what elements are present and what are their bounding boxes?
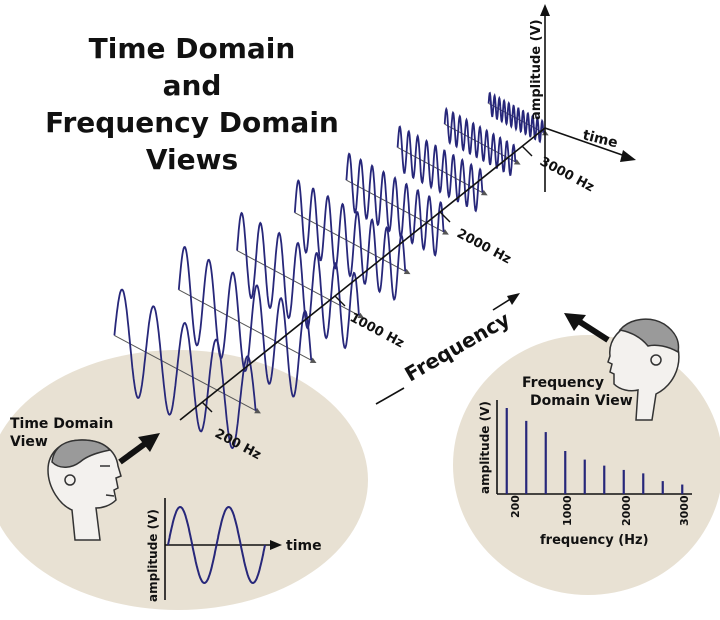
- freq-view-label-line1: Frequency: [522, 375, 604, 391]
- title-line-2: and: [163, 69, 222, 102]
- wave-baseline-arrow: [442, 229, 449, 235]
- freq-view-label-line2: Domain View: [530, 393, 633, 409]
- tick-label-3000hz: 3000 Hz: [537, 154, 596, 195]
- wave-baseline-arrow: [309, 357, 317, 364]
- title-line-4: Views: [146, 143, 238, 176]
- freq-view-ellipse: [453, 335, 720, 595]
- time-axis-arrow: [620, 150, 636, 162]
- sine-wave: [345, 152, 445, 257]
- freq-view-arrow-head: [564, 313, 586, 331]
- freq-view-arrow-shaft: [578, 319, 610, 343]
- wave-baseline-arrow: [254, 407, 261, 414]
- amplitude-axis-arrow: [540, 4, 550, 16]
- wave-baseline: [444, 123, 516, 163]
- frequency-ticks: [201, 145, 533, 413]
- head-illustration-freq-view: [607, 318, 680, 421]
- freq-xtick-2000: 2000: [620, 495, 633, 526]
- time-plot-xlabel: time: [286, 538, 322, 554]
- time-axis-3d: [544, 127, 629, 158]
- sine-wave: [396, 125, 484, 213]
- wave-baseline-arrow: [513, 159, 521, 165]
- sine-wave: [236, 211, 360, 350]
- freq-plot-xlabel: frequency (Hz): [540, 533, 649, 548]
- tick-label-2000hz: 2000 Hz: [454, 226, 513, 267]
- wave-baseline: [114, 335, 256, 411]
- sine-wave: [487, 91, 545, 144]
- sine-wave: [113, 288, 257, 450]
- frequency-label-arrow: [507, 293, 520, 305]
- wave-baseline-arrow: [403, 268, 411, 275]
- wave-baseline: [236, 250, 360, 316]
- wave-baseline-arrow: [357, 312, 365, 319]
- wave-baseline: [346, 179, 444, 233]
- frequency-axis: [179, 127, 546, 421]
- sine-wave: [177, 245, 313, 398]
- frequency-label-line-right: [492, 297, 513, 311]
- sine-waves: [113, 91, 549, 450]
- freq-xtick-1000: 1000: [561, 495, 574, 526]
- amplitude-label-3d: amplitude (V): [529, 19, 544, 120]
- sine-wave: [443, 106, 517, 177]
- sine-wave: [293, 179, 407, 302]
- freq-plot-bars: [505, 408, 684, 494]
- tick-label-1000hz: 1000 Hz: [347, 310, 406, 351]
- time-view-label-line1: Time Domain: [10, 416, 113, 432]
- freq-plot-ylabel: amplitude (V): [478, 401, 492, 494]
- time-view-label-line2: View: [10, 434, 48, 450]
- freq-xtick-3000: 3000: [678, 495, 691, 526]
- wave-baseline: [294, 212, 406, 272]
- title-line-1: Time Domain: [89, 32, 296, 65]
- wave-baseline-arrow: [480, 189, 488, 196]
- time-view-arrow-shaft: [118, 440, 148, 465]
- title-line-3: Frequency Domain: [45, 106, 339, 139]
- head-illustration-time-view: [47, 439, 122, 541]
- wave-baseline: [178, 289, 312, 361]
- time-plot-ylabel: amplitude (V): [146, 509, 160, 602]
- frequency-label-line-left: [375, 387, 405, 405]
- time-view-arrow-head: [138, 433, 160, 452]
- time-plot-sine: [167, 505, 266, 585]
- freq-xtick-200: 200: [509, 495, 522, 518]
- time-plot-x-arrow: [270, 540, 282, 550]
